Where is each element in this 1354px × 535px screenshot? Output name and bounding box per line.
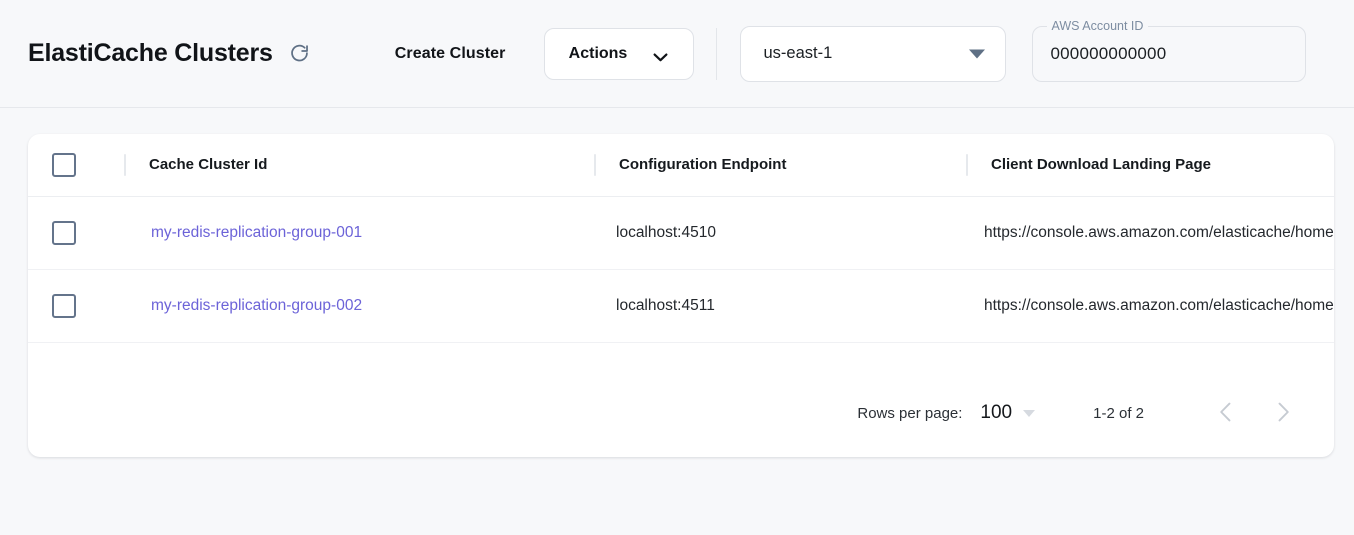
row-checkbox[interactable] (52, 293, 76, 318)
row-checkbox[interactable] (52, 220, 76, 245)
column-header-config-endpoint[interactable]: Configuration Endpoint (594, 134, 966, 197)
column-header-landing-page[interactable]: Client Download Landing Page (966, 134, 1334, 197)
region-select-value: us-east-1 (763, 44, 833, 62)
cell-landing-page: https://console.aws.amazon.com/elasticac… (966, 196, 1334, 270)
table-row[interactable]: my-redis-replication-group-001 localhost… (28, 196, 1334, 270)
cell-cluster-id: my-redis-replication-group-002 (124, 269, 594, 343)
refresh-icon-button[interactable] (283, 37, 317, 71)
actions-button-label: Actions (568, 44, 628, 62)
cluster-id-link[interactable]: my-redis-replication-group-001 (151, 223, 363, 241)
chevron-right-icon (1277, 402, 1290, 425)
select-all-header (28, 134, 124, 197)
table-pagination: Rows per page: 100 1-2 of 2 (28, 369, 1334, 457)
table-body: my-redis-replication-group-001 localhost… (28, 196, 1334, 343)
row-select-cell (28, 269, 124, 343)
toolbar-divider (715, 27, 717, 80)
aws-account-id-value: 000000000000 (1050, 43, 1167, 63)
cell-config-endpoint: localhost:4511 (594, 269, 966, 343)
content-area: Cache Cluster Id Configuration Endpoint … (0, 108, 1354, 457)
rows-per-page-label: Rows per page: (857, 404, 963, 422)
previous-page-button[interactable] (1204, 392, 1246, 434)
actions-button[interactable]: Actions (543, 27, 694, 80)
select-all-checkbox[interactable] (52, 152, 76, 177)
page-title: ElastiCache Clusters (28, 39, 273, 67)
rows-per-page-select[interactable]: 100 (980, 402, 1036, 424)
table-header-row: Cache Cluster Id Configuration Endpoint … (28, 134, 1334, 197)
cluster-id-link[interactable]: my-redis-replication-group-002 (151, 296, 363, 314)
next-page-button[interactable] (1262, 392, 1304, 434)
chevron-down-icon (1023, 409, 1036, 417)
table-row[interactable]: my-redis-replication-group-002 localhost… (28, 269, 1334, 343)
clusters-card: Cache Cluster Id Configuration Endpoint … (28, 134, 1334, 457)
row-select-cell (28, 196, 124, 270)
create-cluster-button[interactable]: Create Cluster (391, 37, 510, 71)
landing-page-text: https://console.aws.amazon.com/elasticac… (984, 223, 1334, 241)
cell-cluster-id: my-redis-replication-group-001 (124, 196, 594, 270)
cell-landing-page: https://console.aws.amazon.com/elasticac… (966, 269, 1334, 343)
app-toolbar: ElastiCache Clusters Create Cluster Acti… (0, 0, 1354, 108)
triangle-down-icon (968, 49, 985, 58)
refresh-icon (289, 43, 310, 64)
table-head: Cache Cluster Id Configuration Endpoint … (28, 134, 1334, 197)
region-select[interactable]: us-east-1 (739, 25, 1006, 82)
pagination-range-label: 1-2 of 2 (1093, 404, 1144, 422)
aws-account-id-label: AWS Account ID (1046, 17, 1149, 34)
chevron-left-icon (1219, 402, 1232, 425)
landing-page-text: https://console.aws.amazon.com/elasticac… (984, 296, 1334, 314)
chevron-down-icon (653, 49, 668, 62)
aws-account-id-field[interactable]: AWS Account ID 000000000000 (1031, 17, 1306, 82)
clusters-table: Cache Cluster Id Configuration Endpoint … (28, 134, 1334, 343)
column-header-cluster-id[interactable]: Cache Cluster Id (124, 134, 594, 197)
cell-config-endpoint: localhost:4510 (594, 196, 966, 270)
rows-per-page-value: 100 (980, 402, 1013, 423)
